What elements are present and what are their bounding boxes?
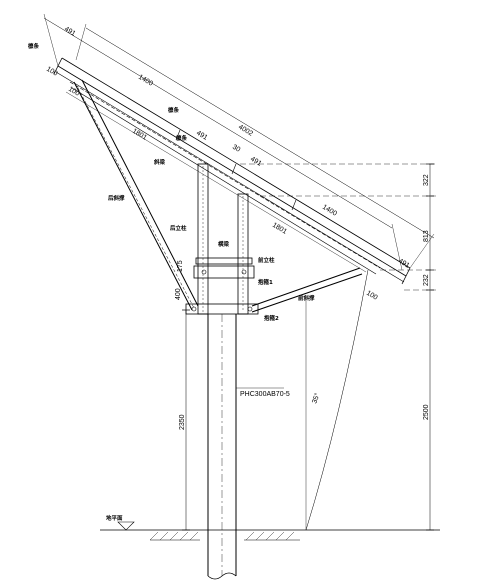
angle-indicator: 35° <box>305 269 369 531</box>
label-ground: 地平面 <box>106 514 123 522</box>
pile <box>207 314 237 580</box>
dim-mid-491-right: 491 <box>249 156 263 168</box>
dim-top-491: 491 <box>63 26 77 38</box>
label-purlin-mid: 檩条 <box>168 106 180 114</box>
dim-height-232: 232 <box>423 274 430 286</box>
label-hoop-2: 抱箍2 <box>264 314 279 322</box>
label-hoop-1: 抱箍1 <box>258 278 273 286</box>
front-brace <box>251 267 363 313</box>
left-dimensions: 2350 175 400 <box>175 260 190 531</box>
label-cross-beam: 横梁 <box>218 240 230 248</box>
label-front-post: 前立柱 <box>258 256 275 264</box>
label-front-brace: 前斜撑 <box>298 294 315 302</box>
dim-height-2350: 2350 <box>179 414 186 430</box>
right-dimensions: 322 813 232 2500 <box>240 163 436 531</box>
panel-assembly <box>53 57 411 285</box>
front-post <box>237 193 249 315</box>
label-pile: PHC300AB70-5 <box>240 391 290 398</box>
rear-post <box>197 163 209 315</box>
top-dimension-chain: 491 1400 4002 1400 491 <box>43 13 435 271</box>
dim-height-813: 813 <box>423 230 430 242</box>
dim-left-1801: 1801 <box>131 128 148 142</box>
dim-angle: 35° <box>310 392 321 405</box>
label-purlin: 檩条 <box>176 134 188 142</box>
label-rear-brace: 后斜撑 <box>108 194 125 202</box>
dim-top-1400: 1400 <box>137 74 154 88</box>
dim-mid-491-left: 491 <box>195 130 209 142</box>
dim-height-2500: 2500 <box>423 404 430 420</box>
rear-brace <box>73 79 199 311</box>
label-tilt-beam: 斜梁 <box>153 158 166 166</box>
label-purlin-top: 檩条 <box>28 42 40 50</box>
component-labels: 檩条 檩条 檩条 斜梁 后斜撑 后立柱 横梁 前立柱 抱箍1 前斜撑 抱箍2 P… <box>28 42 315 398</box>
dim-gap-30: 30 <box>231 144 241 154</box>
dim-small-175: 175 <box>177 260 184 272</box>
dim-total-4002: 4002 <box>237 124 254 138</box>
ground: 地平面 <box>100 514 440 541</box>
cross-beam-hoops <box>185 257 259 315</box>
dim-height-322: 322 <box>423 174 430 186</box>
dim-right-100: 100 <box>365 290 379 302</box>
dim-left-100: 100 <box>45 66 59 78</box>
dim-right-491: 491 <box>397 258 411 270</box>
dim-small-400: 400 <box>175 288 182 300</box>
label-rear-post: 后立柱 <box>170 224 187 232</box>
